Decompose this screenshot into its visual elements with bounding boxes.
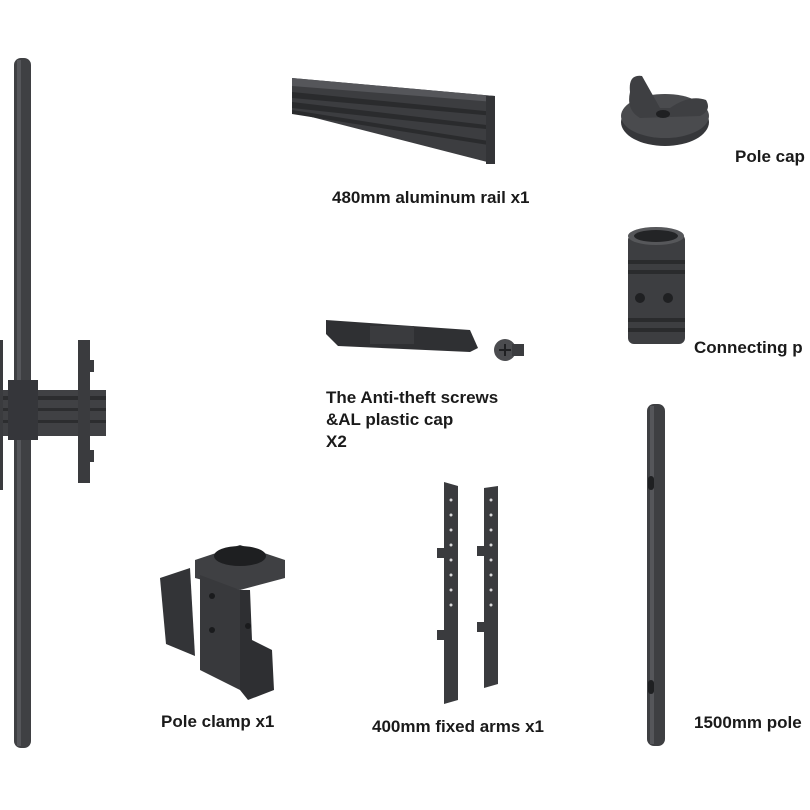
connecting-caption: Connecting p [694, 338, 803, 357]
antitheft-caption-line1: The Anti-theft screws [326, 388, 499, 407]
pole-clamp-caption: Pole clamp x1 [161, 712, 275, 731]
connecting-piece [628, 227, 685, 344]
rail-caption: 480mm aluminum rail x1 [332, 188, 530, 207]
fixed-arms [437, 482, 498, 704]
antitheft-caption-line3: X2 [326, 432, 347, 451]
pole-clamp [160, 545, 285, 700]
assembled-stand [0, 58, 106, 748]
fixed-arms-caption: 400mm fixed arms x1 [372, 717, 544, 736]
pole-cap [621, 75, 709, 146]
pole-1500mm [647, 404, 665, 746]
pole-1500-caption: 1500mm pole [694, 713, 802, 732]
antitheft-caption-line2: &AL plastic cap [326, 410, 454, 429]
pole-cap-caption: Pole cap [735, 147, 805, 166]
aluminum-rail [292, 78, 495, 164]
antitheft-cap-and-screw [326, 320, 524, 361]
